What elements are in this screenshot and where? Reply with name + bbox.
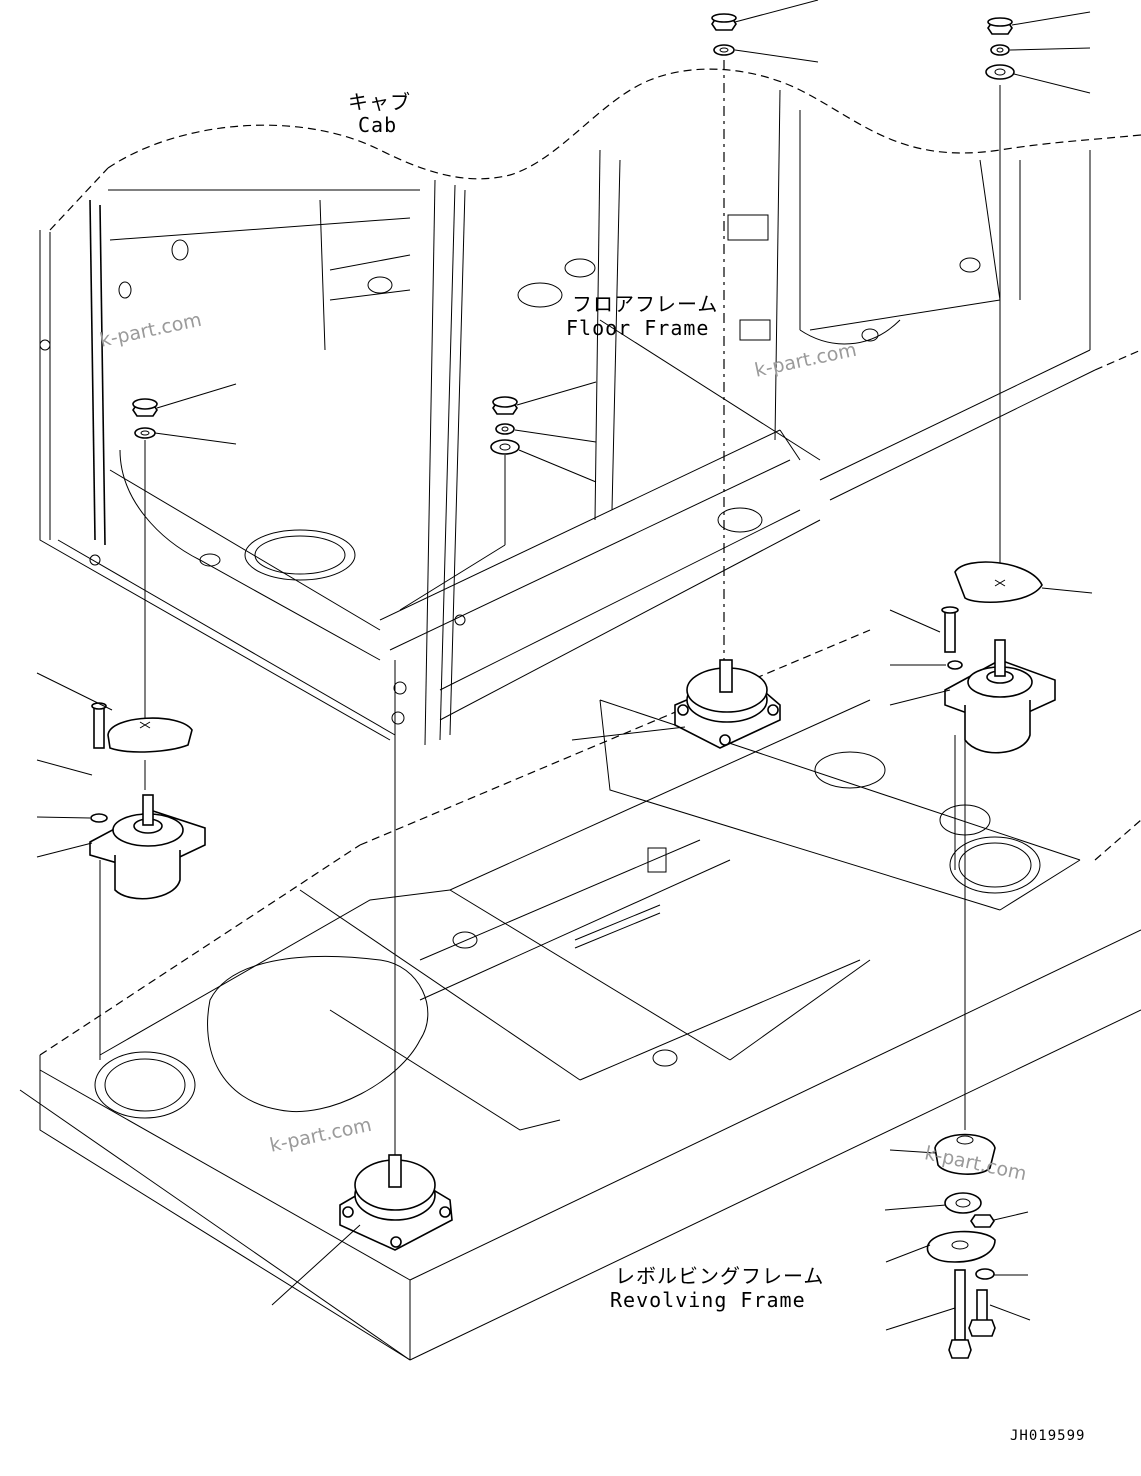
hardware-stack-left-cab [132, 398, 158, 439]
drawing-code: JH019599 [1010, 1428, 1086, 1444]
revolving-frame-label-en: Revolving Frame [610, 1288, 806, 1312]
revolving-frame-label-jp: レボルビングフレーム [615, 1264, 825, 1288]
assembly-axis-lines [99, 60, 1001, 1160]
mount-center [674, 659, 781, 749]
mount-bottom [339, 1154, 453, 1251]
cab-label-jp: キャブ [348, 90, 411, 114]
mount-right-exploded [941, 561, 1056, 754]
mount-left-exploded [89, 702, 206, 900]
cab-label-en: Cab [358, 113, 398, 137]
floor-frame-label-jp: フロアフレーム [572, 292, 719, 316]
floor-frame-label-en: Floor Frame [566, 316, 710, 340]
hardware-stack-center-floor [490, 396, 520, 455]
hardware-stack-center-top [711, 13, 737, 56]
cab-floor-frame [39, 68, 1141, 746]
leader-lines [36, 0, 1093, 1331]
revolving-frame [19, 629, 1141, 1361]
hardware-stack-right-top [985, 17, 1015, 80]
hardware-stack-bottom-right [926, 1133, 996, 1359]
